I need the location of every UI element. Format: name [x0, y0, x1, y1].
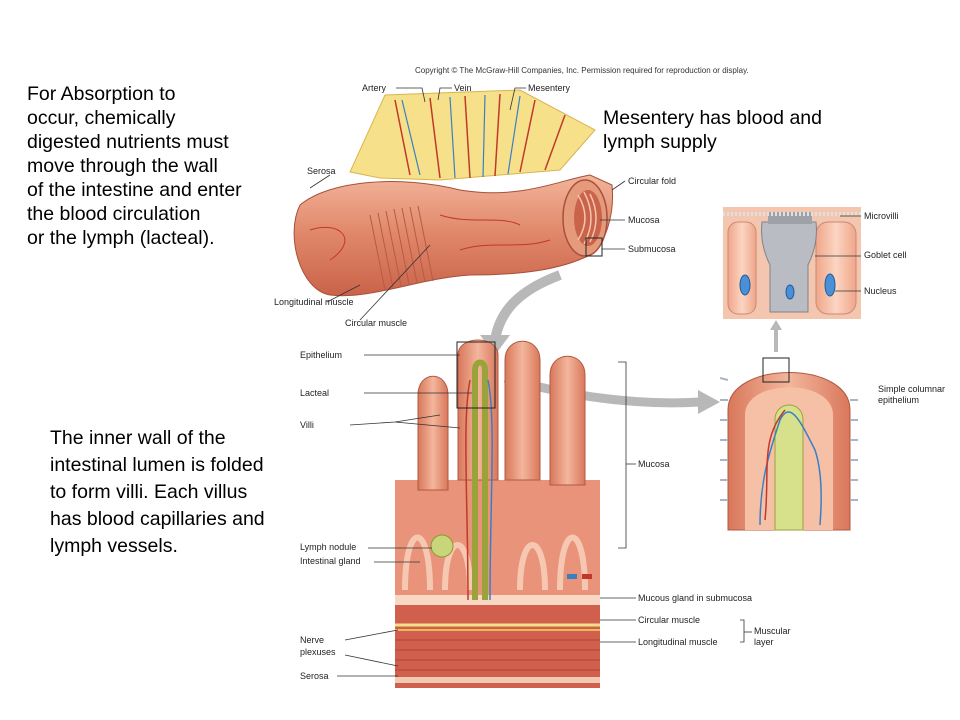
- label-layer: layer: [754, 637, 774, 647]
- label-mucosa-bottom: Mucosa: [638, 459, 670, 469]
- mesentery-line: lymph supply: [603, 131, 717, 153]
- leader-lines: [309, 87, 861, 677]
- mesentery-explanation: Mesentery has blood and lymph supply: [603, 106, 822, 154]
- absorption-line: occur, chemically: [27, 107, 176, 129]
- label-epithelium: Epithelium: [300, 350, 343, 360]
- label-mucosa-top: Mucosa: [628, 215, 660, 225]
- absorption-line: move through the wall: [27, 155, 218, 177]
- label-circular-fold: Circular fold: [628, 176, 677, 186]
- label-goblet-cell: Goblet cell: [864, 250, 907, 260]
- label-microvilli: Microvilli: [864, 211, 899, 221]
- mesentery-line: Mesentery has blood and: [603, 107, 822, 129]
- villi-block-illustration: [395, 339, 600, 688]
- intestine-tube-illustration: [293, 174, 614, 297]
- absorption-line: or the lymph (lacteal).: [27, 227, 215, 249]
- absorption-line: the blood circulation: [27, 203, 201, 225]
- copyright-notice: Copyright © The McGraw-Hill Companies, I…: [415, 66, 749, 75]
- label-circular-muscle-bottom: Circular muscle: [638, 615, 701, 625]
- mesentery-illustration: [349, 89, 596, 181]
- absorption-line: digested nutrients must: [27, 131, 229, 153]
- label-lacteal: Lacteal: [300, 388, 330, 398]
- label-mucous-gland: Mucous gland in submucosa: [638, 593, 753, 603]
- single-villus-illustration: [719, 357, 858, 531]
- absorption-line: of the intestine and enter: [27, 179, 242, 201]
- label-nerve: Nerve: [300, 635, 325, 645]
- label-simple-columnar: Simple columnar: [878, 384, 946, 394]
- absorption-line: For Absorption to: [27, 83, 176, 105]
- label-muscular: Muscular: [754, 626, 791, 636]
- label-intestinal-gland: Intestinal gland: [300, 556, 361, 566]
- label-serosa-top: Serosa: [307, 166, 336, 176]
- label-mesentery: Mesentery: [528, 83, 571, 93]
- label-artery: Artery: [362, 83, 387, 93]
- label-villi: Villi: [300, 420, 314, 430]
- label-serosa-bottom: Serosa: [300, 671, 329, 681]
- villi-line: has blood capillaries and: [50, 508, 265, 530]
- villi-explanation: The inner wall of the intestinal lumen i…: [50, 425, 265, 560]
- label-submucosa: Submucosa: [628, 244, 676, 254]
- villi-line: to form villi. Each villus: [50, 481, 248, 503]
- absorption-explanation: For Absorption to occur, chemically dige…: [27, 82, 242, 250]
- label-longitudinal-muscle-bottom: Longitudinal muscle: [638, 637, 718, 647]
- label-vein: Vein: [454, 83, 472, 93]
- label-nucleus: Nucleus: [864, 286, 897, 296]
- label-epithelium-2: epithelium: [878, 395, 920, 405]
- villi-line: lymph vessels.: [50, 535, 178, 557]
- label-lymph-nodule: Lymph nodule: [300, 542, 357, 552]
- villi-line: intestinal lumen is folded: [50, 454, 264, 476]
- microvilli-illustration: [723, 207, 861, 319]
- label-circular-muscle-top: Circular muscle: [345, 318, 408, 328]
- label-plexuses: plexuses: [300, 647, 336, 657]
- label-longitudinal-muscle-top: Longitudinal muscle: [274, 297, 354, 307]
- villi-line: The inner wall of the: [50, 427, 226, 449]
